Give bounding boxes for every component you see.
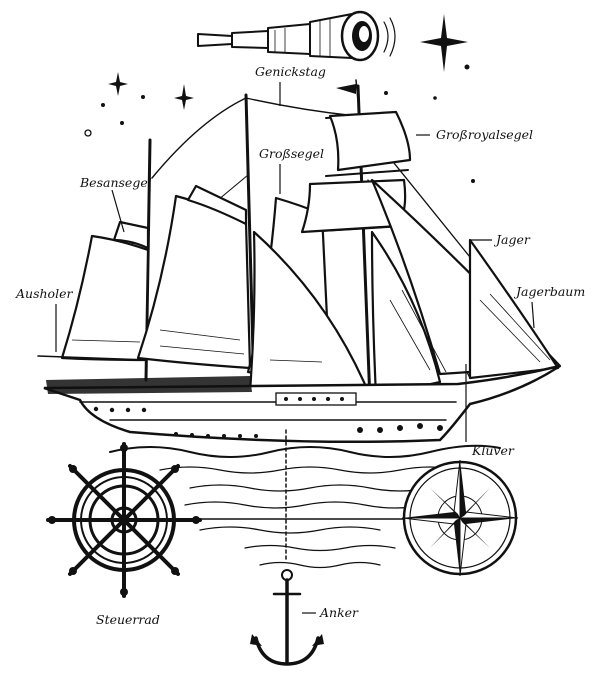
sea-waves: [109, 444, 501, 569]
star-icon: [84, 14, 475, 183]
ship-hull: [37, 355, 561, 444]
labels: Genickstag Großroyalsegel Großsegel Besa…: [15, 64, 585, 627]
label-jager: Jager: [493, 232, 531, 247]
label-grosssegel: Großsegel: [259, 146, 324, 161]
label-jagerbaum: Jagerbaum: [513, 284, 585, 299]
label-leader-lines: [55, 82, 535, 614]
ship-wheel-icon: [46, 442, 202, 598]
label-besansegel: Besansegel: [79, 175, 152, 190]
label-ausholer: Ausholer: [15, 286, 73, 301]
label-grossroyalsegel: Großroyalsegel: [436, 127, 533, 142]
label-genickstag: Genickstag: [255, 64, 326, 79]
compass-rose-icon: [401, 459, 519, 577]
grossroyalsegel-sail: [328, 110, 412, 172]
anchor-icon: [250, 429, 324, 666]
label-kluver: Klüver: [471, 443, 515, 458]
label-steuerrad: Steuerrad: [96, 612, 160, 627]
label-anker: Anker: [319, 605, 359, 620]
sails: [60, 110, 562, 398]
grosssegel-sail: [136, 194, 252, 370]
spyglass-icon: [197, 10, 396, 62]
besansegel-sail: [60, 234, 150, 362]
